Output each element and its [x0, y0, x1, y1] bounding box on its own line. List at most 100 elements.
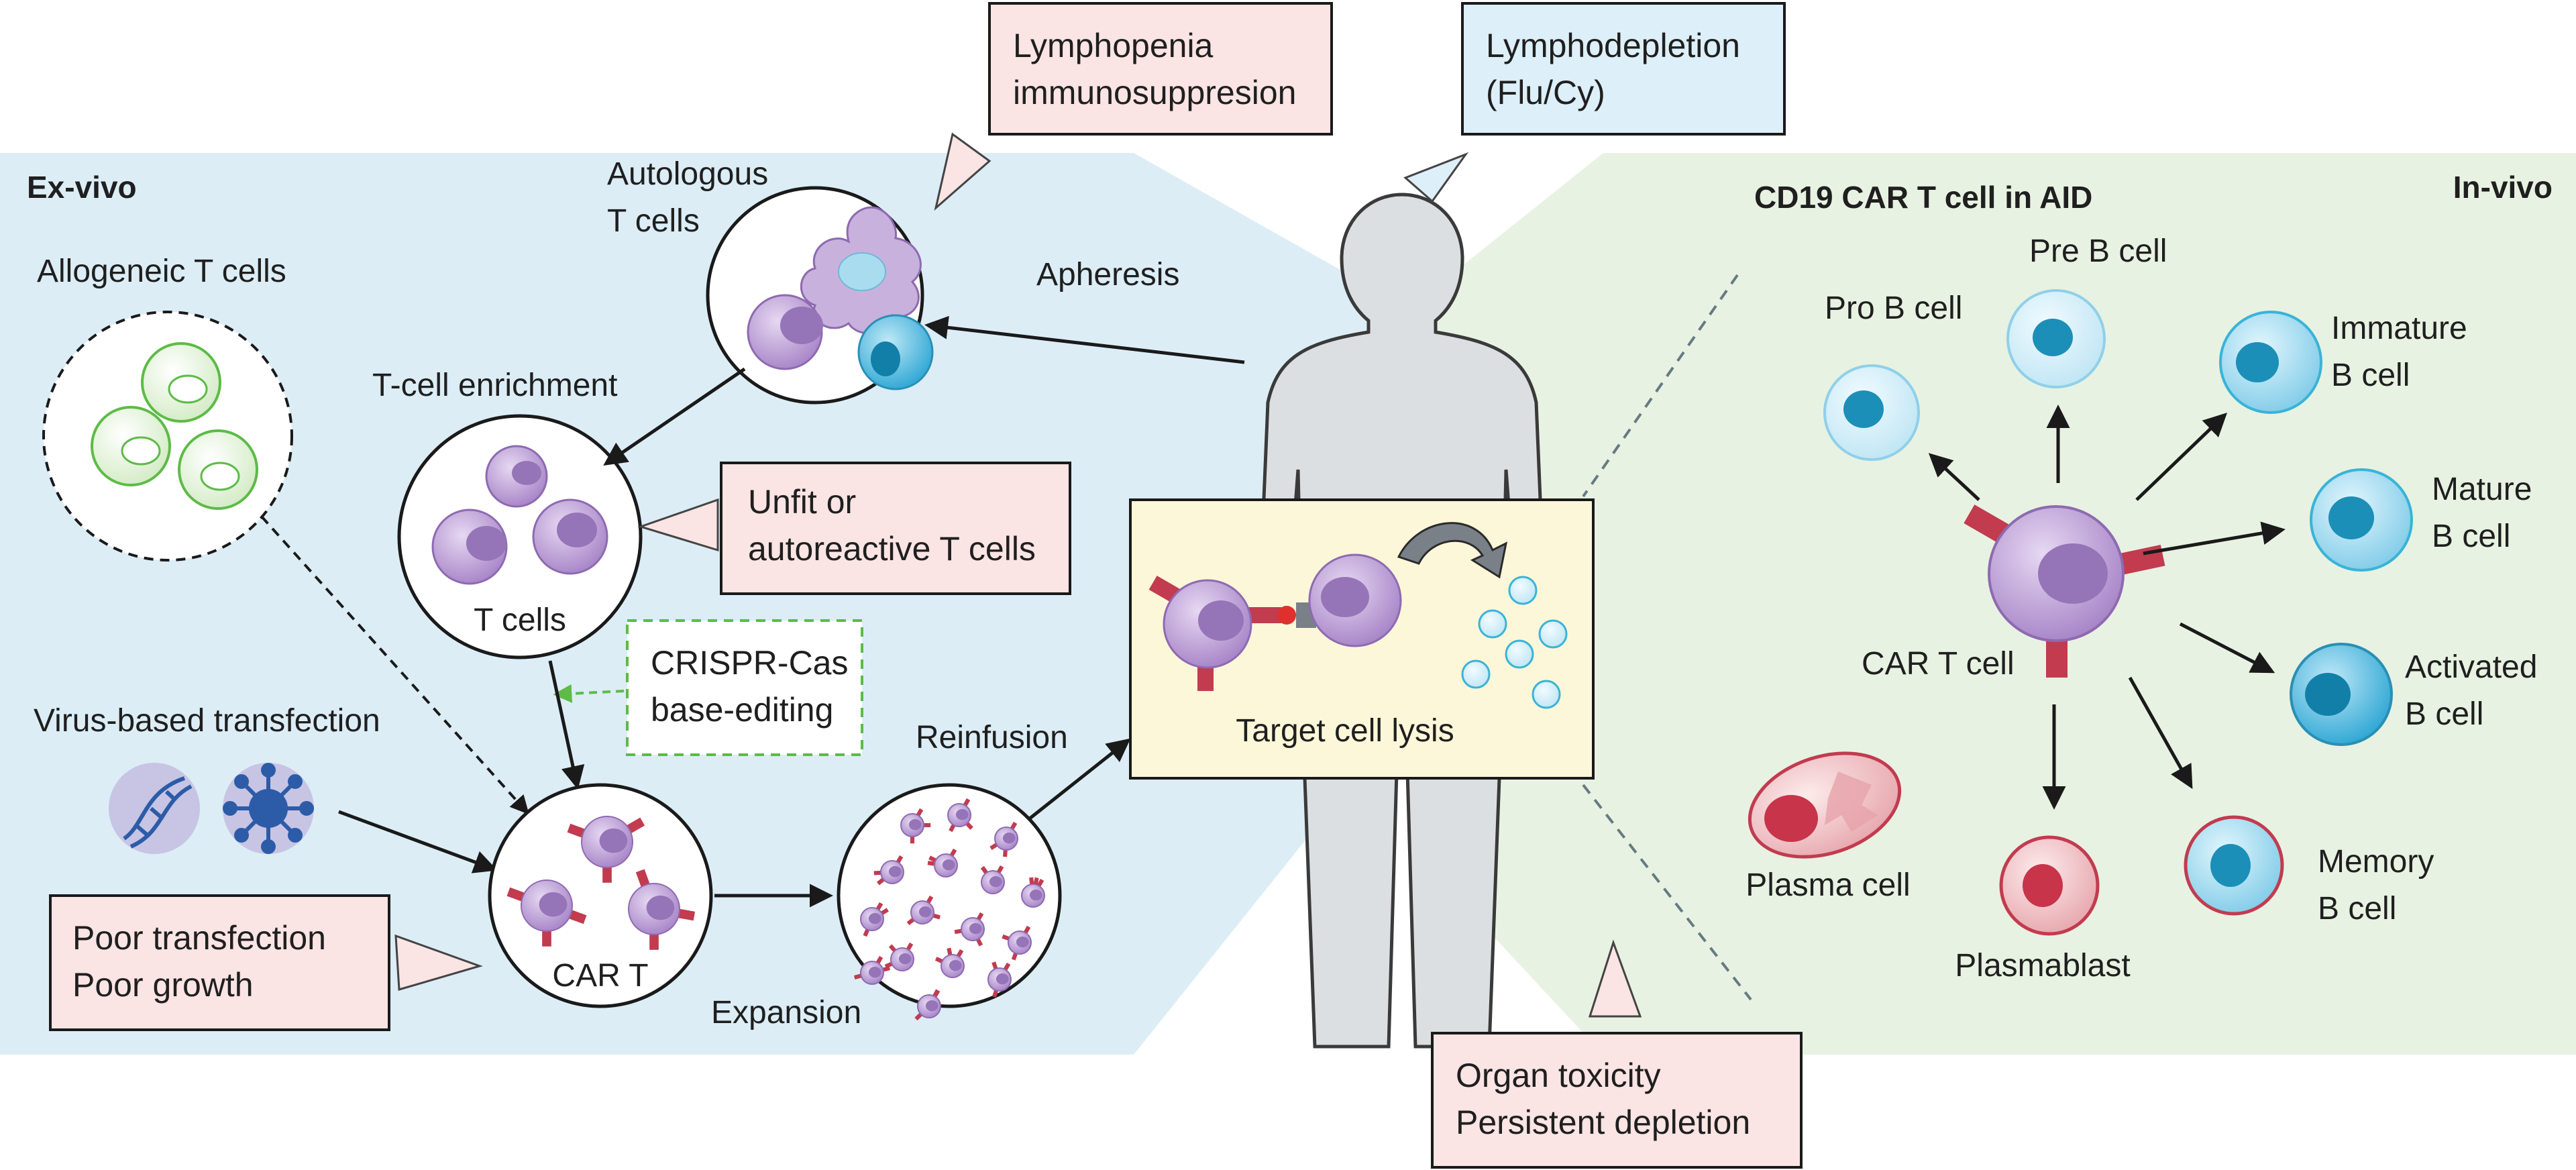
lysis-fragments [1461, 576, 1568, 709]
unfit-text-2: autoreactive T cells [748, 530, 1036, 568]
car-t-cell [506, 880, 587, 947]
activated-b-label-2: B cell [2405, 696, 2483, 732]
car-t-cell [954, 912, 985, 947]
car-t-cells [506, 816, 696, 950]
macrophage-nucleus-icon [838, 252, 886, 291]
immature-b-label-1: Immature [2331, 311, 2467, 346]
pro-b-cell [1823, 364, 1920, 461]
pre-b-label: Pre B cell [2029, 233, 2167, 269]
reinfusion-arrow [1028, 738, 1131, 820]
apheresis-label: Apheresis [1036, 257, 1179, 292]
car-t-cell [628, 869, 696, 950]
plasmablast-label: Plasmablast [1955, 948, 2130, 983]
t-cell-enrichment-label: T-cell enrichment [372, 368, 617, 403]
enrichment-arrow [603, 367, 746, 466]
car-t-cell [934, 947, 965, 978]
car-t-circle [488, 783, 713, 1008]
allogeneic-cells [91, 342, 258, 510]
activated-b-label-1: Activated [2405, 649, 2537, 685]
poor-transfection-box [49, 894, 390, 1031]
t-cells-to-car-arrow [548, 660, 585, 790]
memory-b-label-1: Memory [2318, 844, 2434, 880]
crispr-text-1: CRISPR-Cas [651, 644, 848, 682]
poor-transfection-text-1: Poor transfection [72, 919, 326, 957]
poor-transfection-text-2: Poor growth [72, 966, 254, 1004]
car-t-cell [987, 961, 1012, 998]
virus-arrow [338, 810, 498, 873]
lymphodepletion-box [1461, 2, 1786, 136]
organ-toxicity-box [1431, 1032, 1803, 1169]
unfit-pointer [637, 498, 719, 552]
organ-toxicity-text-2: Persistent depletion [1456, 1104, 1750, 1141]
lymphopenia-text-1: Lymphopenia [1013, 27, 1214, 64]
arrow-to-immature-b [2135, 413, 2228, 501]
car-t-center-label: CAR T cell [1862, 646, 2015, 682]
mature-b-label-1: Mature [2432, 472, 2532, 507]
cyan-cell-nucleus-icon [871, 341, 900, 376]
target-lysis-label: Target cell lysis [1236, 713, 1454, 749]
plasma-cell [1748, 751, 1902, 859]
expansion-label: Expansion [711, 995, 861, 1030]
car-t-product-label: CAR T [552, 958, 648, 994]
car-t-cell [900, 808, 931, 844]
car-t-cell [914, 989, 941, 1021]
t-cells-label: T cells [474, 602, 566, 638]
car-t-cell [884, 942, 914, 971]
poor-transfection-pointer [394, 934, 483, 991]
plasmablast-cell [1999, 835, 2100, 936]
lymphopenia-box [988, 2, 1333, 136]
dna-helix [123, 776, 193, 849]
central-car-t-cell [1964, 504, 2165, 678]
car-t-cell [989, 821, 1018, 857]
car-t-cell [947, 798, 973, 833]
arrow-to-activated-b [2179, 622, 2275, 674]
reinfusion-label: Reinfusion [916, 720, 1068, 755]
mature-b-label-2: B cell [2432, 519, 2510, 554]
memory-b-label-2: B cell [2318, 891, 2396, 926]
activated-b-cell [2290, 643, 2393, 746]
lymphodepletion-text-2: (Flu/Cy) [1486, 74, 1605, 111]
separator-bottom [1582, 784, 1752, 1001]
lysis-target-b-cell [1308, 553, 1402, 647]
unfit-text-1: Unfit or [748, 483, 856, 521]
lymphodepletion-text-1: Lymphodepletion [1486, 27, 1740, 64]
virus-transfection-label: Virus-based transfection [34, 703, 380, 739]
crispr-arrow [553, 684, 625, 703]
immature-b-label-2: B cell [2331, 358, 2410, 393]
dna-icon [109, 763, 200, 854]
unfit-box [720, 462, 1071, 595]
allogeneic-label: Allogeneic T cells [37, 254, 286, 289]
organ-toxicity-text-1: Organ toxicity [1456, 1057, 1661, 1094]
pre-b-cell [2006, 289, 2106, 388]
car-t-cell [567, 816, 645, 883]
apheresis-arrow [924, 315, 1245, 364]
autologous-label-2: T cells [607, 203, 700, 239]
lysis-curved-arrow-icon [1397, 522, 1508, 579]
immature-b-cell [2219, 311, 2322, 414]
virus-particle [223, 763, 314, 854]
arrow-to-pro-b [1928, 453, 1980, 501]
t-cell-nucleus-icon [780, 307, 823, 344]
t-cells-group [431, 445, 608, 585]
expanded-car-t-cells [853, 798, 1045, 1021]
separator-top [1582, 274, 1739, 498]
arrow-to-memory-b [2128, 676, 2193, 790]
arrow-to-mature-b [2143, 521, 2286, 555]
lymphopenia-pointer [934, 132, 991, 211]
organ-toxicity-pointer [1588, 939, 1642, 1018]
car-t-cell [1002, 925, 1032, 961]
car-t-cell [906, 895, 941, 926]
car-t-cell [873, 855, 904, 886]
memory-b-cell [2184, 815, 2284, 916]
pro-b-label: Pro B cell [1825, 290, 1962, 326]
car-t-cell [980, 865, 1005, 894]
t-cells-circle [397, 414, 643, 659]
autologous-label-1: Autologous [607, 156, 768, 192]
crispr-box [626, 619, 863, 756]
car-t-cell [927, 848, 958, 877]
car-t-cell [1021, 877, 1045, 908]
allogeneic-arrow [260, 515, 529, 815]
mature-b-cell [2310, 468, 2413, 572]
in-vivo-title: CD19 CAR T cell in AID [1754, 180, 2092, 215]
